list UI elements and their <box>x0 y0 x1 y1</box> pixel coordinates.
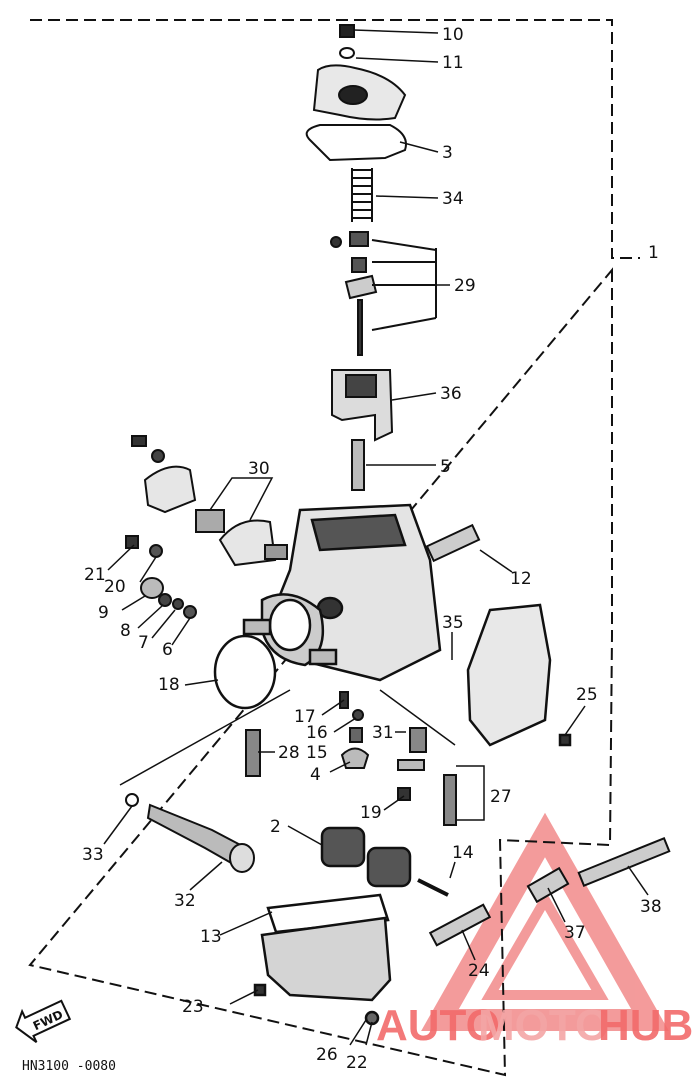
callout-33: 33 <box>82 845 104 865</box>
callout-16: 16 <box>306 723 328 743</box>
callout-26: 26 <box>316 1045 338 1065</box>
pin-14 <box>417 878 449 897</box>
callout-4: 4 <box>310 765 321 785</box>
callout-32: 32 <box>174 891 196 911</box>
watermark-logo-triangle <box>421 812 669 1031</box>
callout-30: 30 <box>248 459 270 479</box>
float-bowl <box>253 893 392 1026</box>
callout-22: 22 <box>346 1053 368 1073</box>
watermark-text: AUTO MOTO HUB <box>376 1001 693 1050</box>
callout-17: 17 <box>294 707 316 727</box>
callout-15: 15 <box>306 743 328 763</box>
pilot-screw-32 <box>125 793 255 873</box>
callout-8: 8 <box>120 621 131 641</box>
callout-7: 7 <box>138 633 149 653</box>
callout-31: 31 <box>372 723 394 743</box>
right-cover <box>466 603 572 747</box>
fwd-arrow-icon: FWD <box>15 999 72 1044</box>
callout-36: 36 <box>440 384 462 404</box>
callout-9: 9 <box>98 603 109 623</box>
callout-1: 1 <box>648 243 659 263</box>
callout-19: 19 <box>360 803 382 823</box>
callout-20: 20 <box>104 577 126 597</box>
top-cap-group <box>305 24 407 162</box>
watermark-auto: AUTO <box>376 1001 500 1050</box>
drawing-code: HN3100 -0080 <box>22 1059 116 1074</box>
jet-needle-5 <box>351 439 365 491</box>
tube-12 <box>425 523 481 563</box>
callout-25: 25 <box>576 685 598 705</box>
callout-11: 11 <box>442 53 464 73</box>
callout-3: 3 <box>442 143 453 163</box>
throttle-slide-36 <box>331 369 394 442</box>
callout-6: 6 <box>162 640 173 660</box>
tubes <box>428 836 671 947</box>
needle-group-29 <box>330 231 437 356</box>
callout-34: 34 <box>442 189 464 209</box>
callout-27: 27 <box>490 787 512 807</box>
callout-28: 28 <box>278 743 300 763</box>
callout-10: 10 <box>442 25 464 45</box>
watermark-moto: MOTO <box>478 1001 609 1050</box>
callout-12: 12 <box>510 569 532 589</box>
assembly-outline <box>28 19 640 1077</box>
carburetor-body <box>242 503 442 682</box>
callout-38: 38 <box>640 897 662 917</box>
float-2 <box>320 826 412 888</box>
callout-5: 5 <box>440 457 451 477</box>
callout-37: 37 <box>564 923 586 943</box>
callout-35: 35 <box>442 613 464 633</box>
callout-18: 18 <box>158 675 180 695</box>
leader-lines <box>103 29 649 1046</box>
callout-23: 23 <box>182 997 204 1017</box>
callout-29: 29 <box>454 276 476 296</box>
callout-13: 13 <box>200 927 222 947</box>
idle-screw-parts <box>125 535 197 619</box>
callout-24: 24 <box>468 961 490 981</box>
callout-labels: 10 11 3 34 1 29 36 5 30 21 20 12 9 8 7 6… <box>82 25 662 1073</box>
diaphragm-18 <box>213 634 277 710</box>
callout-14: 14 <box>452 843 474 863</box>
callout-2: 2 <box>270 817 281 837</box>
watermark-hub: HUB <box>598 1001 693 1050</box>
spring-34 <box>351 168 373 222</box>
cover-and-spring-30 <box>131 435 288 567</box>
callout-21: 21 <box>84 565 106 585</box>
